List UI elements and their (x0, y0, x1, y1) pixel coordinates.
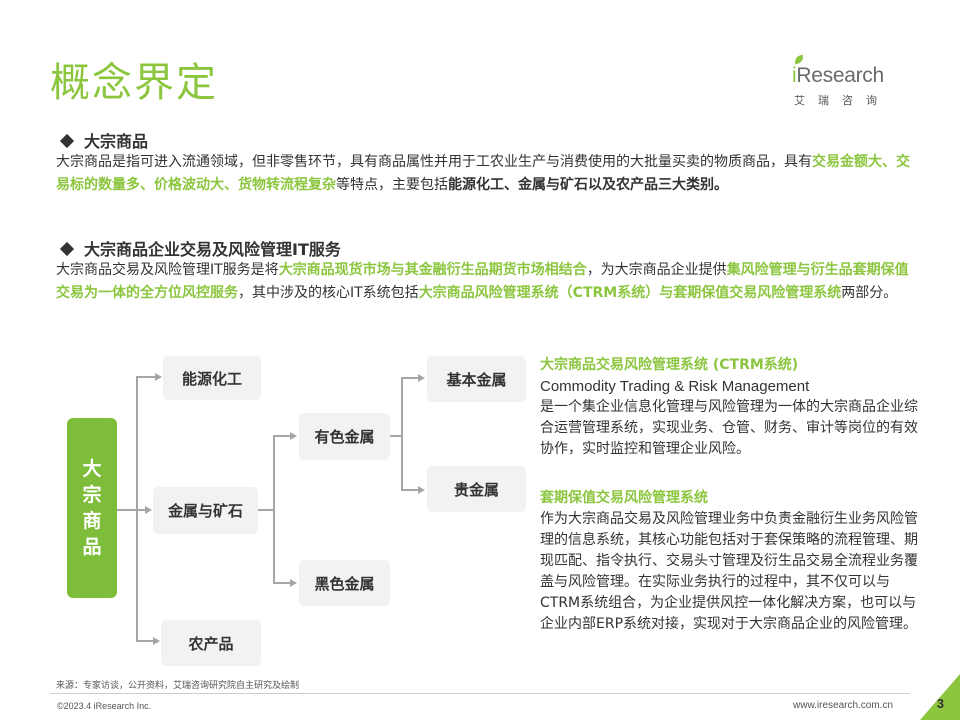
corner-accent (920, 674, 960, 720)
diamond-bullet-icon (59, 133, 75, 149)
arrow-right-icon (290, 432, 297, 440)
ctrm-title: 大宗商品交易风险管理系统 (CTRM系统) (540, 357, 799, 373)
connector-line (401, 489, 419, 491)
node-energy-chemical: 能源化工 (163, 356, 261, 400)
node-nonferrous-metal: 有色金属 (299, 413, 390, 460)
node-agricultural: 农产品 (161, 620, 261, 666)
connector-line (273, 435, 275, 583)
page-number: 3 (936, 696, 944, 711)
connector-line (136, 376, 138, 641)
node-base-metal: 基本金属 (427, 356, 526, 402)
arrow-right-icon (290, 579, 297, 587)
connector-line (136, 376, 156, 378)
connector-line (136, 509, 146, 511)
arrow-right-icon (418, 486, 425, 494)
footer-divider (50, 693, 910, 694)
connector-line (401, 377, 403, 490)
node-ferrous-metal: 黑色金属 (299, 560, 390, 606)
commodity-definition: 大宗商品是指可进入流通领域，但非零售环节，具有商品属性并用于工农业生产与消费使用… (56, 154, 910, 193)
arrow-right-icon (145, 506, 152, 514)
logo-subtitle: 艾瑞咨询 (794, 94, 890, 107)
page-title: 概念界定 (50, 60, 218, 106)
arrow-right-icon (153, 637, 160, 645)
it-service-definition: 大宗商品交易及风险管理IT服务是将大宗商品现货市场与其金融衍生品期货市场相结合，… (56, 262, 909, 301)
connector-line (117, 509, 137, 511)
logo-wordmark: iResearch (792, 64, 884, 87)
connector-line (136, 640, 154, 642)
source-note: 来源：专家访谈，公开资料，艾瑞咨询研究院自主研究及绘制 (56, 681, 300, 691)
leaf-icon (793, 54, 805, 65)
ctrm-description: 大宗商品交易风险管理系统 (CTRM系统) Commodity Trading … (540, 355, 920, 460)
ctrm-body: 是一个集企业信息化管理与风险管理为一体的大宗商品企业综合运营管理系统，实现业务、… (540, 399, 918, 457)
website-link: www.iresearch.com.cn (793, 700, 894, 711)
iresearch-logo: iResearch 艾瑞咨询 (792, 50, 914, 110)
connector-line (401, 377, 419, 379)
ctrm-subtitle: Commodity Trading & Risk Management (540, 378, 810, 395)
hedge-body: 作为大宗商品交易及风险管理业务中负责金融衍生业务风险管理的信息系统，其核心功能包… (540, 511, 918, 632)
node-metal-ore: 金属与矿石 (153, 487, 258, 534)
commodity-root-box: 大宗商品 (67, 418, 117, 598)
connector-line (390, 435, 402, 437)
diamond-bullet-icon (59, 241, 75, 257)
arrow-right-icon (418, 374, 425, 382)
connector-line (273, 582, 291, 584)
section-heading-it-service: 大宗商品企业交易及风险管理IT服务 (59, 236, 341, 260)
hedge-description: 套期保值交易风险管理系统 作为大宗商品交易及风险管理业务中负责金融衍生业务风险管… (540, 488, 920, 635)
section-heading-commodity: 大宗商品 (59, 128, 148, 152)
node-precious-metal: 贵金属 (427, 466, 526, 512)
copyright: ©2023.4 iResearch Inc. (57, 701, 152, 711)
connector-line (258, 509, 274, 511)
arrow-right-icon (155, 373, 162, 381)
connector-line (273, 435, 291, 437)
hedge-title: 套期保值交易风险管理系统 (540, 490, 708, 506)
